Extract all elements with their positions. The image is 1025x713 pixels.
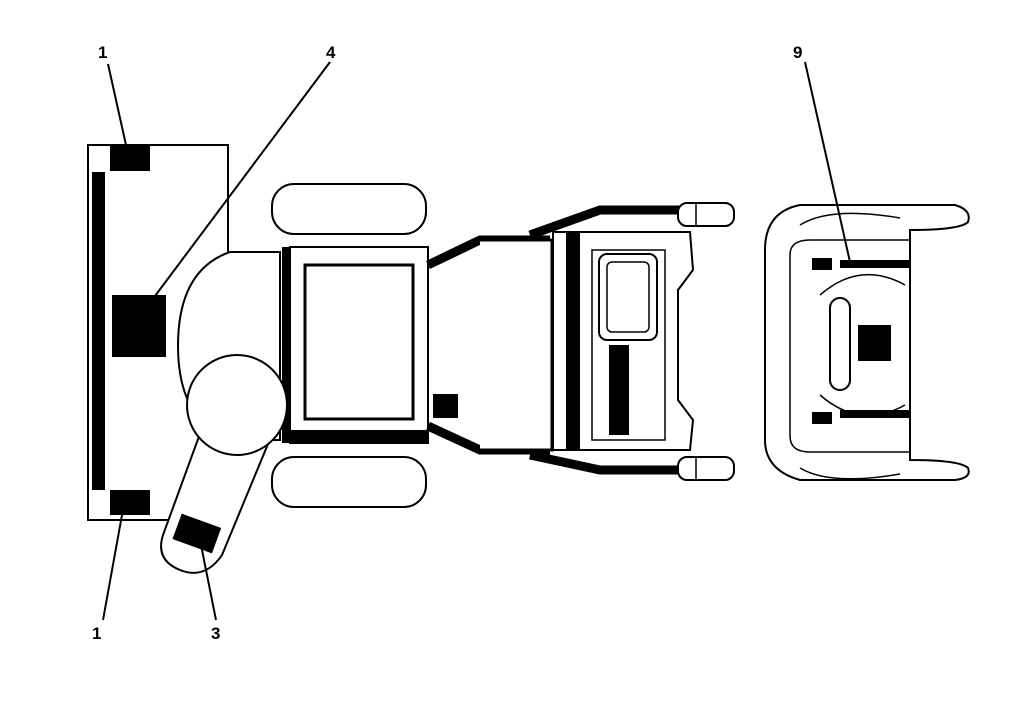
- leader-line-1-top: [107, 63, 127, 146]
- front-body: [552, 231, 695, 451]
- front-lamps: [677, 202, 735, 481]
- component-1-bottom-block: [110, 490, 150, 515]
- callout-3: 3: [211, 624, 220, 643]
- callout-4: 4: [326, 43, 336, 62]
- leader-line-9: [804, 61, 851, 263]
- front-body-component-block: [609, 345, 629, 435]
- component-3-block: [172, 513, 222, 554]
- callout-9: 9: [793, 43, 802, 62]
- component-4-block: [112, 295, 166, 357]
- leader-line-4: [154, 61, 331, 297]
- component-1-top-block: [110, 146, 150, 171]
- front-seat-assembly: [764, 204, 970, 481]
- frame-rails: [426, 205, 680, 475]
- component-9-center-block: [858, 325, 891, 361]
- leader-line-3: [199, 539, 217, 621]
- seat-cushion-circle: [186, 354, 288, 456]
- callout-1-top: 1: [98, 43, 107, 62]
- left-rear-wheel: [271, 183, 427, 235]
- cargo-bed-component-block: [433, 394, 458, 418]
- right-rear-wheel: [271, 456, 427, 508]
- cargo-bed: [282, 246, 458, 444]
- rotated-seat-assembly: [160, 354, 288, 574]
- callout-1-bottom: 1: [92, 624, 101, 643]
- leader-line-1-bottom: [102, 514, 123, 621]
